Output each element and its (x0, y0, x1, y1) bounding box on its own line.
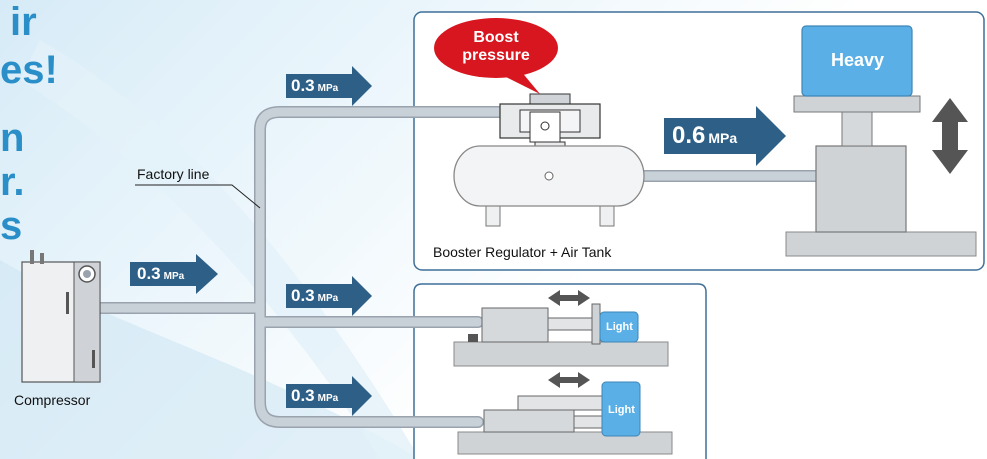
double-arrow-horizontal-icon (548, 290, 590, 306)
double-arrow-vertical-icon (932, 98, 968, 174)
heavy-load-label: Heavy (830, 50, 885, 70)
factory-line-label: Factory line (137, 166, 210, 182)
light-load-label-2: Light (608, 404, 635, 416)
pressure-arrow-icon (286, 376, 372, 416)
boost-bubble (434, 18, 558, 94)
factory-line-leader (135, 184, 261, 209)
boost-pressure-text: Boost pressure (462, 29, 530, 64)
booster-label: Booster Regulator + Air Tank (433, 244, 612, 260)
compressor (21, 250, 101, 383)
headline-line-4: r. (0, 160, 25, 204)
light-cylinder-1 (453, 303, 669, 367)
pressure-arrow-icon (664, 106, 786, 166)
double-arrow-horizontal-icon (548, 372, 590, 388)
headline-line-5: s (0, 204, 23, 248)
heavy-lift-cylinder (785, 25, 977, 257)
air-tank (453, 145, 645, 227)
headline-line-1: ir (10, 0, 37, 44)
light-cylinder-2 (457, 381, 673, 455)
booster-regulator (499, 93, 601, 157)
headline-line-2: es! (0, 48, 58, 92)
pressure-arrow-icon (286, 276, 372, 316)
light-load-label-1: Light (606, 321, 633, 333)
background-swoosh-2 (20, 40, 420, 459)
background-swoosh (0, 260, 420, 459)
headline-line-3: n (0, 116, 25, 160)
pressure-arrow-icon (286, 66, 372, 106)
compressor-label: Compressor (14, 392, 91, 408)
pressure-arrow-icon (130, 254, 218, 294)
